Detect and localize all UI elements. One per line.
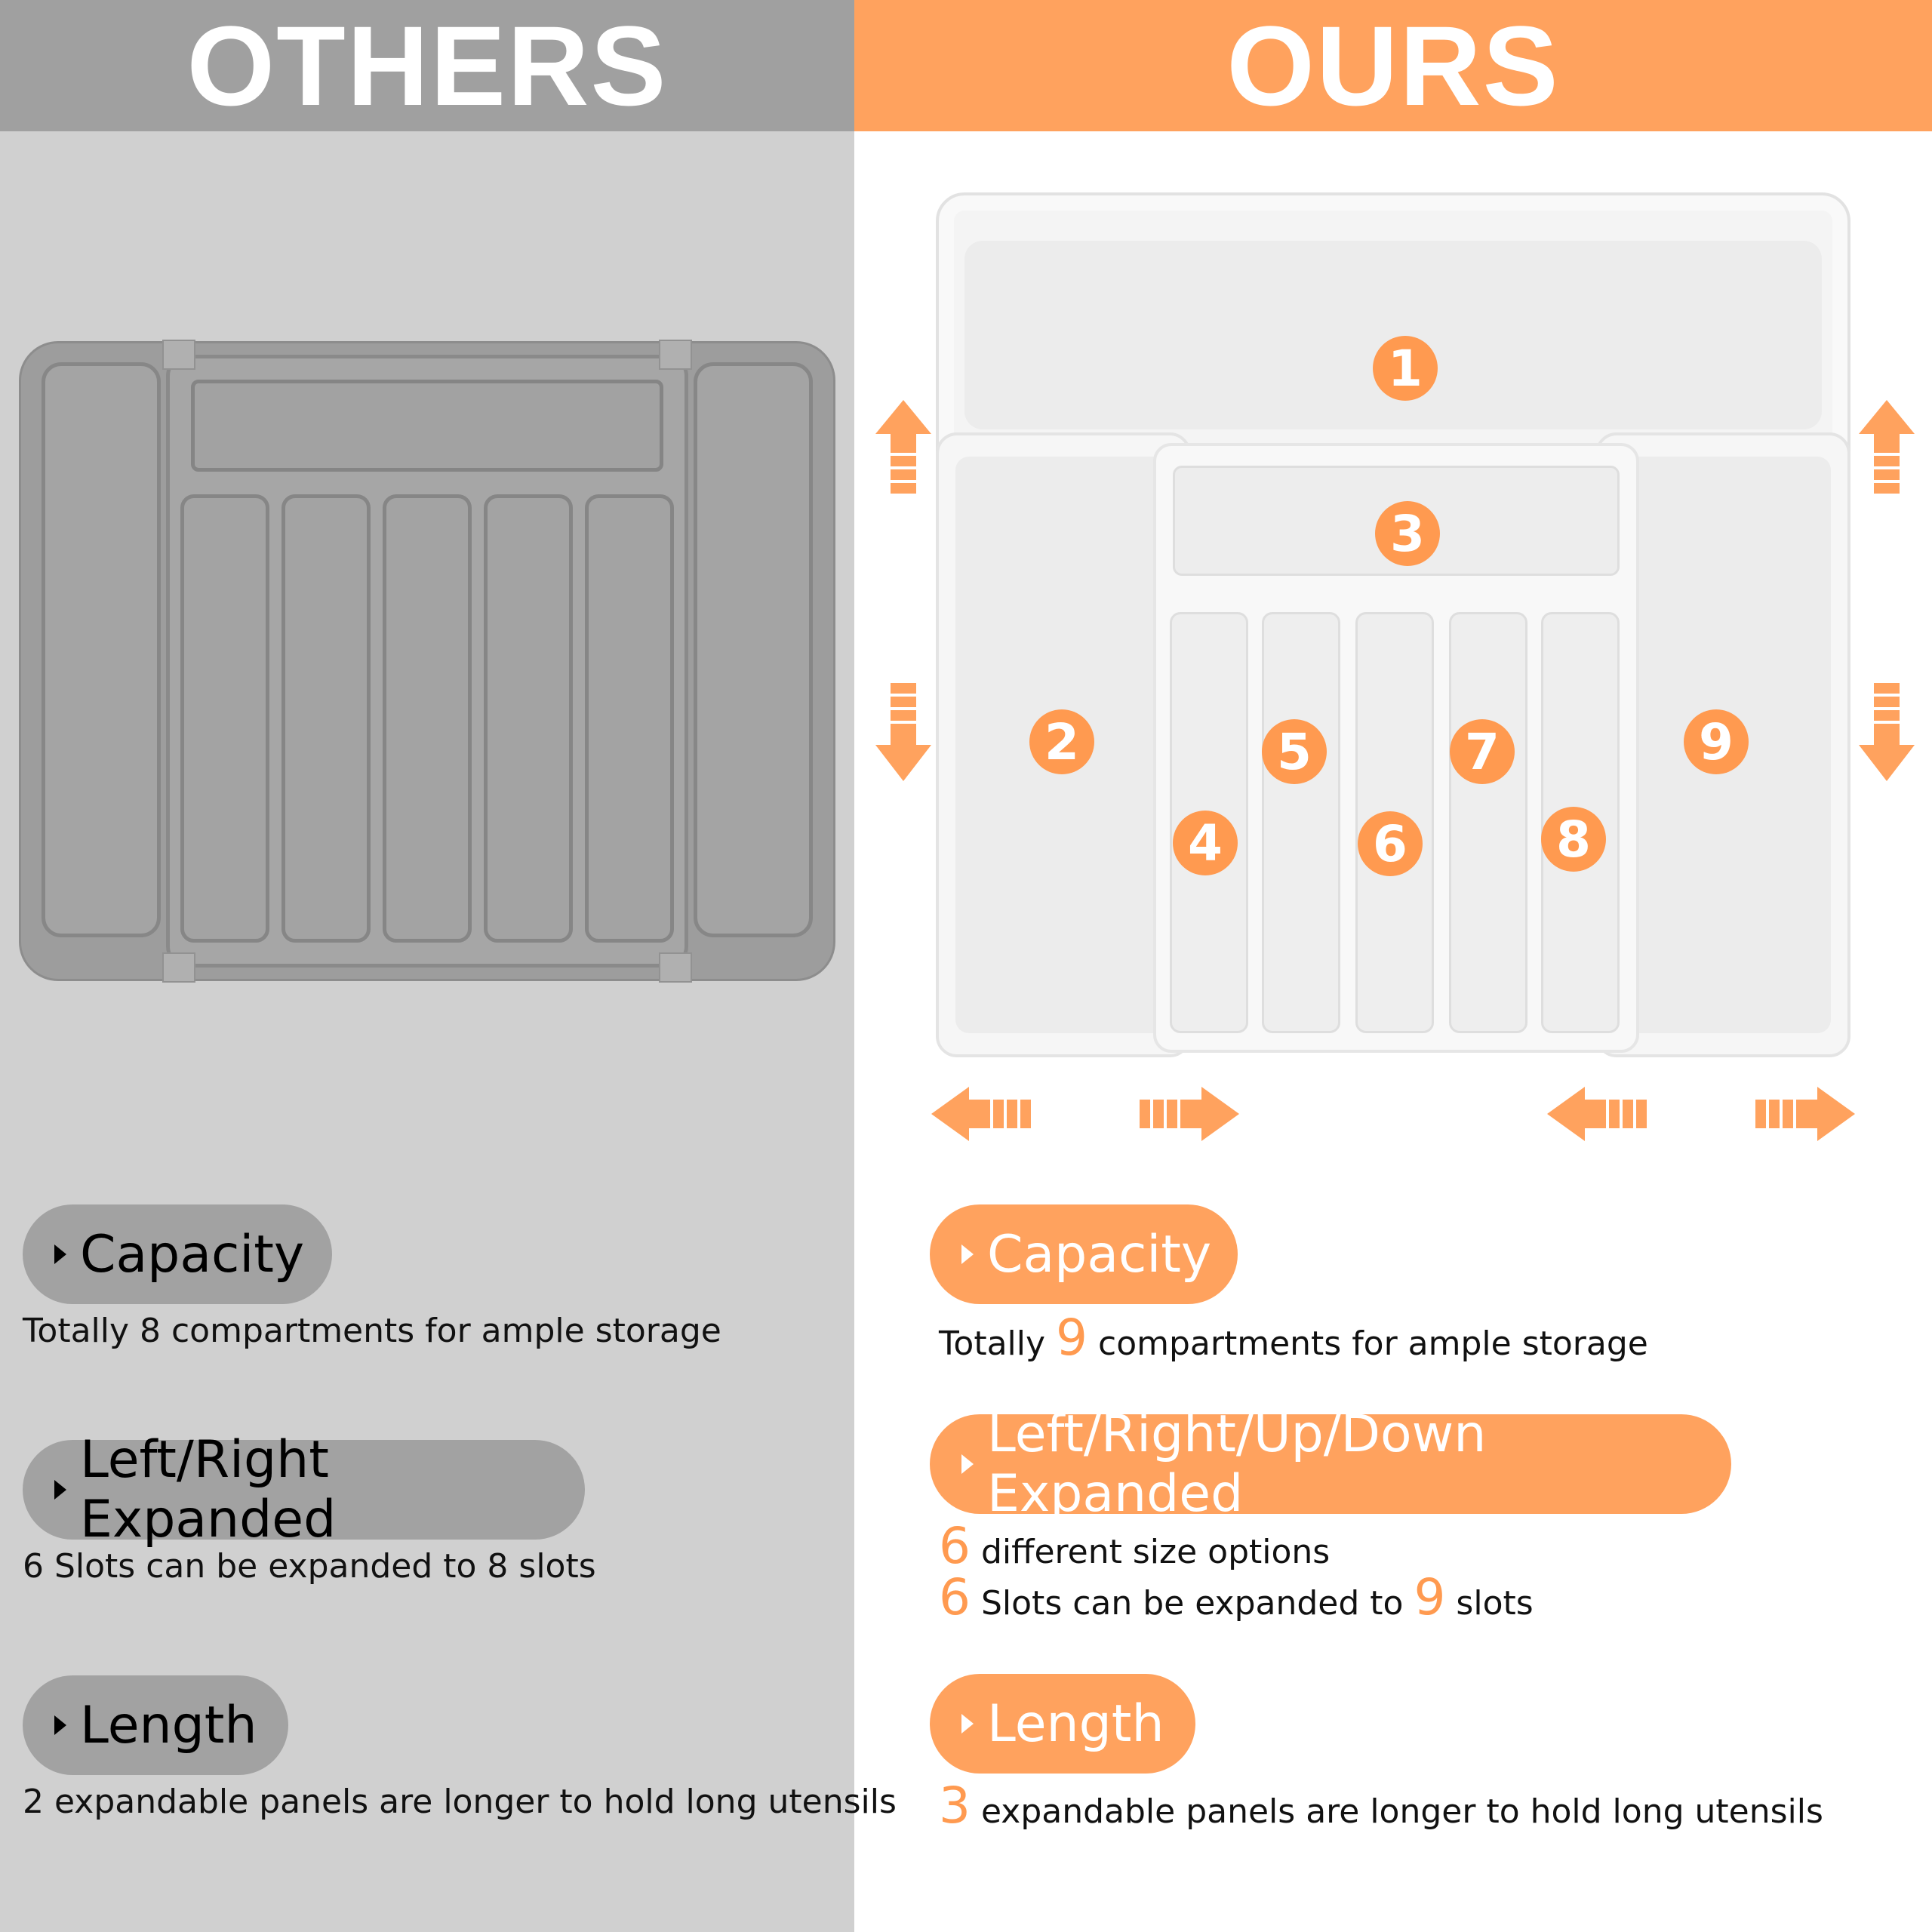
arrow-up-icon <box>875 400 931 494</box>
desc-text: slots <box>1445 1584 1534 1623</box>
compartment-badge-4: 4 <box>1173 811 1238 875</box>
others-title: OTHERS <box>186 2 668 129</box>
play-triangle-icon <box>54 1244 66 1264</box>
ours-length-desc: 3 expandable panels are longer to hold l… <box>939 1777 1823 1835</box>
ours-title: OURS <box>1226 2 1560 129</box>
compartment-badge-8: 8 <box>1541 807 1606 872</box>
tray-center-insert <box>166 355 688 968</box>
tray-slot <box>1449 612 1527 1033</box>
compartment-badge-7: 7 <box>1450 719 1515 784</box>
tray-top-slot <box>191 380 663 472</box>
tray-slot <box>281 494 371 943</box>
arrow-up-icon <box>1859 400 1915 494</box>
arrow-left-icon <box>931 1087 1031 1141</box>
play-triangle-icon <box>54 1480 66 1500</box>
others-header: OTHERS <box>0 0 854 131</box>
highlight-number: 6 <box>939 1517 971 1575</box>
arrow-right-icon <box>1755 1087 1855 1141</box>
tray-back-floor <box>964 241 1822 429</box>
others-capacity-desc: Totally 8 compartments for ample storage <box>23 1312 721 1350</box>
pill-label: Capacity <box>80 1224 305 1284</box>
arrow-down-icon <box>875 683 931 781</box>
tray-slot <box>1262 612 1340 1033</box>
desc-text: Slots can be expanded to <box>971 1584 1414 1623</box>
tray-slot <box>180 494 269 943</box>
pill-label: Capacity <box>987 1224 1212 1284</box>
tray-left-panel <box>936 432 1191 1057</box>
ours-expanded-pill: Left/Right/Up/Down Expanded <box>930 1404 1731 1524</box>
desc-text: Totally <box>939 1324 1057 1363</box>
compartment-badge-9: 9 <box>1684 709 1749 774</box>
others-tray-image <box>19 340 835 983</box>
ours-expanded-desc-line1: 6 different size options <box>939 1517 1330 1575</box>
pill-label: Left/Right Expanded <box>80 1430 337 1549</box>
ours-capacity-pill: Capacity <box>930 1204 1238 1304</box>
compartment-badge-5: 5 <box>1262 719 1327 784</box>
others-length-desc: 2 expandable panels are longer to hold l… <box>23 1783 897 1821</box>
tray-slot <box>1170 612 1248 1033</box>
play-triangle-icon <box>961 1714 974 1734</box>
compartment-badge-2: 2 <box>1029 709 1094 774</box>
others-expanded-pill: Left/Right Expanded <box>23 1430 585 1549</box>
compartment-badge-1: 1 <box>1373 336 1438 401</box>
ours-length-pill: Length <box>930 1674 1195 1774</box>
play-triangle-icon <box>961 1244 974 1264</box>
tray-clip <box>659 952 692 983</box>
desc-text: different size options <box>971 1533 1331 1571</box>
highlight-number: 9 <box>1414 1568 1446 1626</box>
ours-header: OURS <box>854 0 1932 131</box>
tray-slot <box>383 494 472 943</box>
ours-capacity-desc: Totally 9 compartments for ample storage <box>939 1309 1648 1367</box>
highlight-number: 9 <box>1056 1309 1088 1367</box>
desc-text: compartments for ample storage <box>1088 1324 1648 1363</box>
highlight-number: 3 <box>939 1777 971 1835</box>
play-triangle-icon <box>961 1454 974 1474</box>
compartment-badge-3: 3 <box>1375 501 1440 566</box>
desc-text: expandable panels are longer to hold lon… <box>971 1792 1823 1831</box>
arrow-right-icon <box>1140 1087 1239 1141</box>
others-capacity-pill: Capacity <box>23 1204 332 1304</box>
pill-label: Left/Right/Up/Down Expanded <box>987 1404 1487 1524</box>
arrow-down-icon <box>1859 683 1915 781</box>
others-expanded-desc: 6 Slots can be expanded to 8 slots <box>23 1547 596 1586</box>
others-length-pill: Length <box>23 1675 288 1775</box>
compartment-badge-6: 6 <box>1358 811 1423 876</box>
tray-right-panel <box>694 362 813 937</box>
tray-left-panel <box>42 362 161 937</box>
tray-clip <box>162 952 195 983</box>
tray-slot <box>585 494 674 943</box>
pill-label: Length <box>987 1694 1164 1754</box>
tray-clip <box>659 340 692 370</box>
tray-slot <box>484 494 573 943</box>
ours-expanded-desc-line2: 6 Slots can be expanded to 9 slots <box>939 1568 1534 1626</box>
highlight-number: 6 <box>939 1568 971 1626</box>
play-triangle-icon <box>54 1715 66 1735</box>
tray-clip <box>162 340 195 370</box>
arrow-left-icon <box>1547 1087 1647 1141</box>
ours-tray-image <box>936 192 1850 1087</box>
pill-label: Length <box>80 1695 257 1755</box>
